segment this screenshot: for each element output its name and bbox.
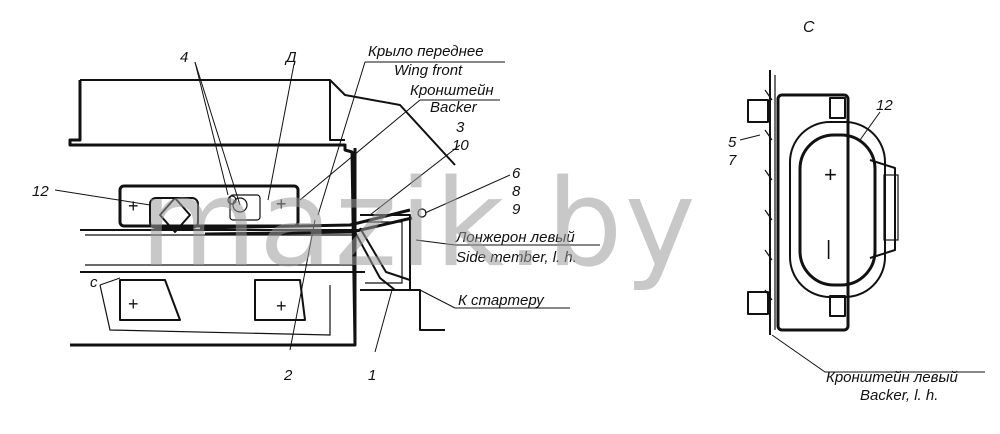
terminal-plus-1: + [128,196,139,216]
callout-7: 7 [728,152,737,169]
bolts-right [747,97,846,317]
label-backer-ru: Кронштейн [410,82,494,99]
label-backer-left-en: Backer, l. h. [860,387,938,404]
callout-1: 1 [368,367,376,384]
label-wing-ru: Крыло переднее [368,43,484,60]
pole-minus: | [826,238,831,260]
callout-8: 8 [512,183,521,200]
callout-5: 5 [728,134,737,151]
callout-12-right: 12 [876,97,893,114]
backer-plate [764,70,776,335]
leader-lines-left [54,61,600,353]
label-backer-en: Backer [430,99,478,116]
terminal-plus-2: + [276,194,287,214]
lower-boxes [99,279,331,336]
leader-lines-right [739,111,985,373]
watermark: mazik.by [140,155,698,294]
cable-bundle [199,195,445,331]
callout-c: c [90,274,98,291]
callout-d: Д [284,49,297,66]
label-wing-en: Wing front [394,62,463,79]
label-starter-ru: К стартеру [458,292,545,309]
wing-outline [68,79,456,347]
label-backer-left-ru: Кронштейн левый [826,369,959,386]
terminal-plus-3: + [128,294,139,314]
callout-4: 4 [180,49,188,66]
label-side-member-ru: Лонжерон левый [455,229,575,246]
label-side-member-en: Side member, l. h. [456,249,577,266]
callout-2: 2 [283,367,293,384]
pole-plus: + [824,162,837,187]
side-member [80,214,411,291]
view-label-c: C [803,19,815,36]
battery-box [118,184,300,233]
callout-9: 9 [512,201,521,218]
battery-holder [776,93,899,332]
terminal-plus-4: + [276,296,287,316]
callout-12: 12 [32,183,49,200]
callout-6: 6 [512,165,521,182]
callout-10: 10 [452,137,469,154]
callout-3: 3 [456,119,465,136]
